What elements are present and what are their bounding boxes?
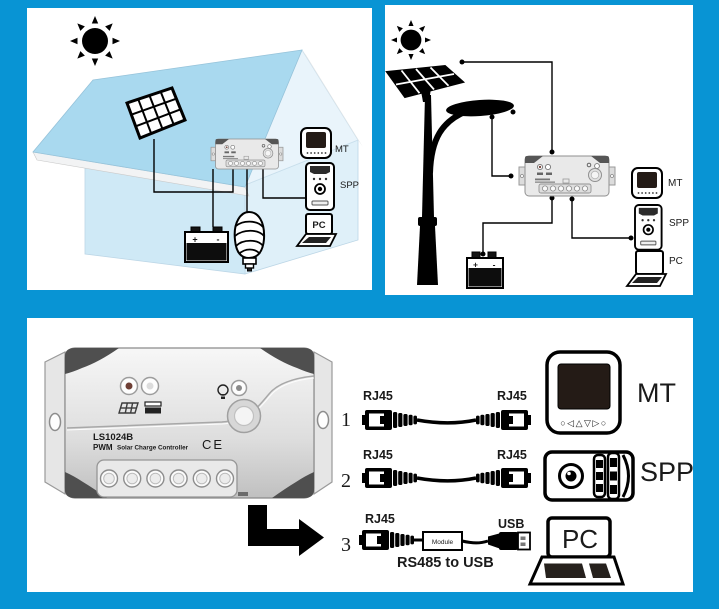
row1-number: 1: [341, 409, 351, 431]
mt-device-icon: [300, 127, 332, 159]
row2-left-connector-label: RJ45: [363, 448, 393, 462]
spp-label: SPP: [340, 180, 359, 191]
battery-plus-label: +: [192, 235, 197, 245]
rj45-plug-icon: [362, 410, 417, 430]
rj45-plug-icon: [476, 468, 531, 488]
row2-right-connector-label: RJ45: [497, 448, 527, 462]
row1-left-connector-label: RJ45: [363, 389, 393, 403]
pc-laptop-icon: PC: [295, 213, 338, 247]
spp-label: SPP: [669, 218, 689, 229]
row1-right-connector-label: RJ45: [497, 389, 527, 403]
rs485-module: Module: [422, 531, 463, 551]
streetlight-wiring: [462, 61, 631, 254]
cable: [416, 418, 477, 425]
rj45-plug-icon: [359, 530, 414, 550]
pc-screen-label: PC: [562, 524, 598, 554]
rooftop-solar-panel-icon: [125, 86, 187, 140]
mt-buttons-row: ○◁△▽▷○: [560, 418, 608, 428]
spp-device-icon: [305, 162, 335, 211]
terminal-block: [96, 459, 238, 498]
house-wiring: [153, 139, 306, 227]
rs485-caption: RS485 to USB: [397, 555, 494, 571]
usb-plug-icon: [488, 531, 531, 551]
charge-controller-device: LS1024B PWM Solar Charge Controller CE: [44, 347, 333, 499]
model-label: LS1024B: [93, 432, 133, 443]
module-label: Module: [432, 539, 454, 546]
pc-laptop: PC: [527, 516, 626, 586]
charge-controller-icon: [518, 155, 616, 197]
cable-row-3: 3 RJ45 USB Module RS485 to USB: [341, 512, 531, 571]
cable: [416, 476, 477, 483]
battery-plus-label: +: [473, 260, 478, 270]
series-bold-label: PWM: [93, 443, 113, 452]
mt-label: MT: [335, 144, 349, 155]
connection-panel: LS1024B PWM Solar Charge Controller CE: [27, 318, 693, 592]
ce-mark: CE: [202, 437, 224, 452]
charge-controller-icon: [210, 138, 284, 170]
cfl-lamp-icon: [233, 210, 266, 272]
cable-row-1: 1 RJ45 RJ45: [341, 389, 531, 431]
rj45-plug-icon: [362, 468, 417, 488]
load-led-indicator: [230, 379, 248, 397]
pc-label: PC: [669, 256, 683, 267]
bulb-icon: [217, 384, 229, 399]
sun-icon: [70, 16, 120, 66]
rj45-plug-icon: [476, 410, 531, 430]
battery-minus-label: -: [217, 235, 220, 245]
house-scene-panel: + - MT SPP PC: [27, 8, 372, 290]
battery-icon: + -: [184, 226, 229, 263]
load-button: [226, 398, 262, 434]
mt-label: MT: [637, 378, 676, 408]
row3-number: 3: [341, 534, 351, 556]
arrow-icon: [248, 505, 324, 556]
mt-device: ○◁△▽▷○: [545, 350, 622, 435]
pc-screen-label: PC: [312, 220, 325, 231]
battery-glyph-icon: [144, 401, 162, 414]
battery-icon: + -: [466, 251, 504, 289]
wiring-dots: [459, 59, 634, 257]
row2-number: 2: [341, 470, 351, 492]
sun-icon: [391, 20, 431, 60]
row3-right-connector-label: USB: [498, 517, 524, 531]
spp-device-icon: [634, 204, 663, 251]
mt-label: MT: [668, 178, 682, 189]
cable: [461, 539, 489, 545]
series-label: Solar Charge Controller: [117, 445, 189, 452]
spp-device: [543, 450, 635, 502]
row3-left-connector-label: RJ45: [365, 512, 395, 526]
battery-led-indicator: [140, 376, 160, 396]
streetlight-scene-panel: + - MT SPP PC: [385, 5, 693, 295]
cable-row-2: 2 RJ45 RJ45: [341, 448, 531, 492]
battery-minus-label: -: [493, 260, 496, 270]
pc-laptop-icon: [625, 250, 668, 287]
mt-device-icon: [631, 167, 663, 199]
charging-led-indicator: [119, 376, 139, 396]
streetlight-illustration: [385, 64, 516, 285]
spp-label: SPP: [640, 457, 693, 487]
solar-array-icon: [118, 402, 139, 414]
